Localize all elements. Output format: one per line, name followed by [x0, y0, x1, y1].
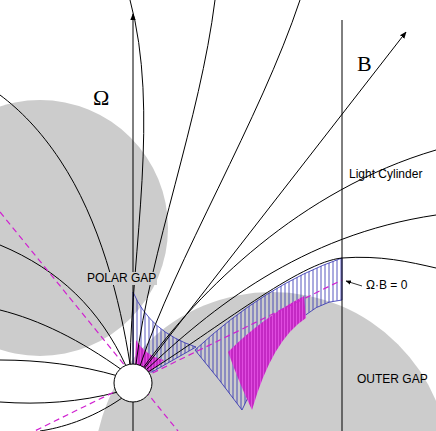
region-label: POLAR GAP: [86, 272, 157, 285]
region-label: Light Cylinder: [348, 168, 423, 181]
magnetic-equator: [0, 212, 178, 431]
outer-gap: [195, 258, 342, 410]
axis-symbol: B: [356, 52, 373, 76]
axis-symbol: Ω: [92, 86, 110, 110]
light-cylinder: [342, 20, 343, 431]
null-surface-line: [0, 280, 342, 431]
outer-gap-core: [228, 296, 306, 410]
region-label: OUTER GAP: [356, 373, 429, 386]
magnetic-axis: [133, 32, 406, 383]
condition-label: Ω·B = 0: [365, 279, 408, 292]
neutron-star: [114, 364, 152, 402]
leader-line: [346, 281, 362, 286]
